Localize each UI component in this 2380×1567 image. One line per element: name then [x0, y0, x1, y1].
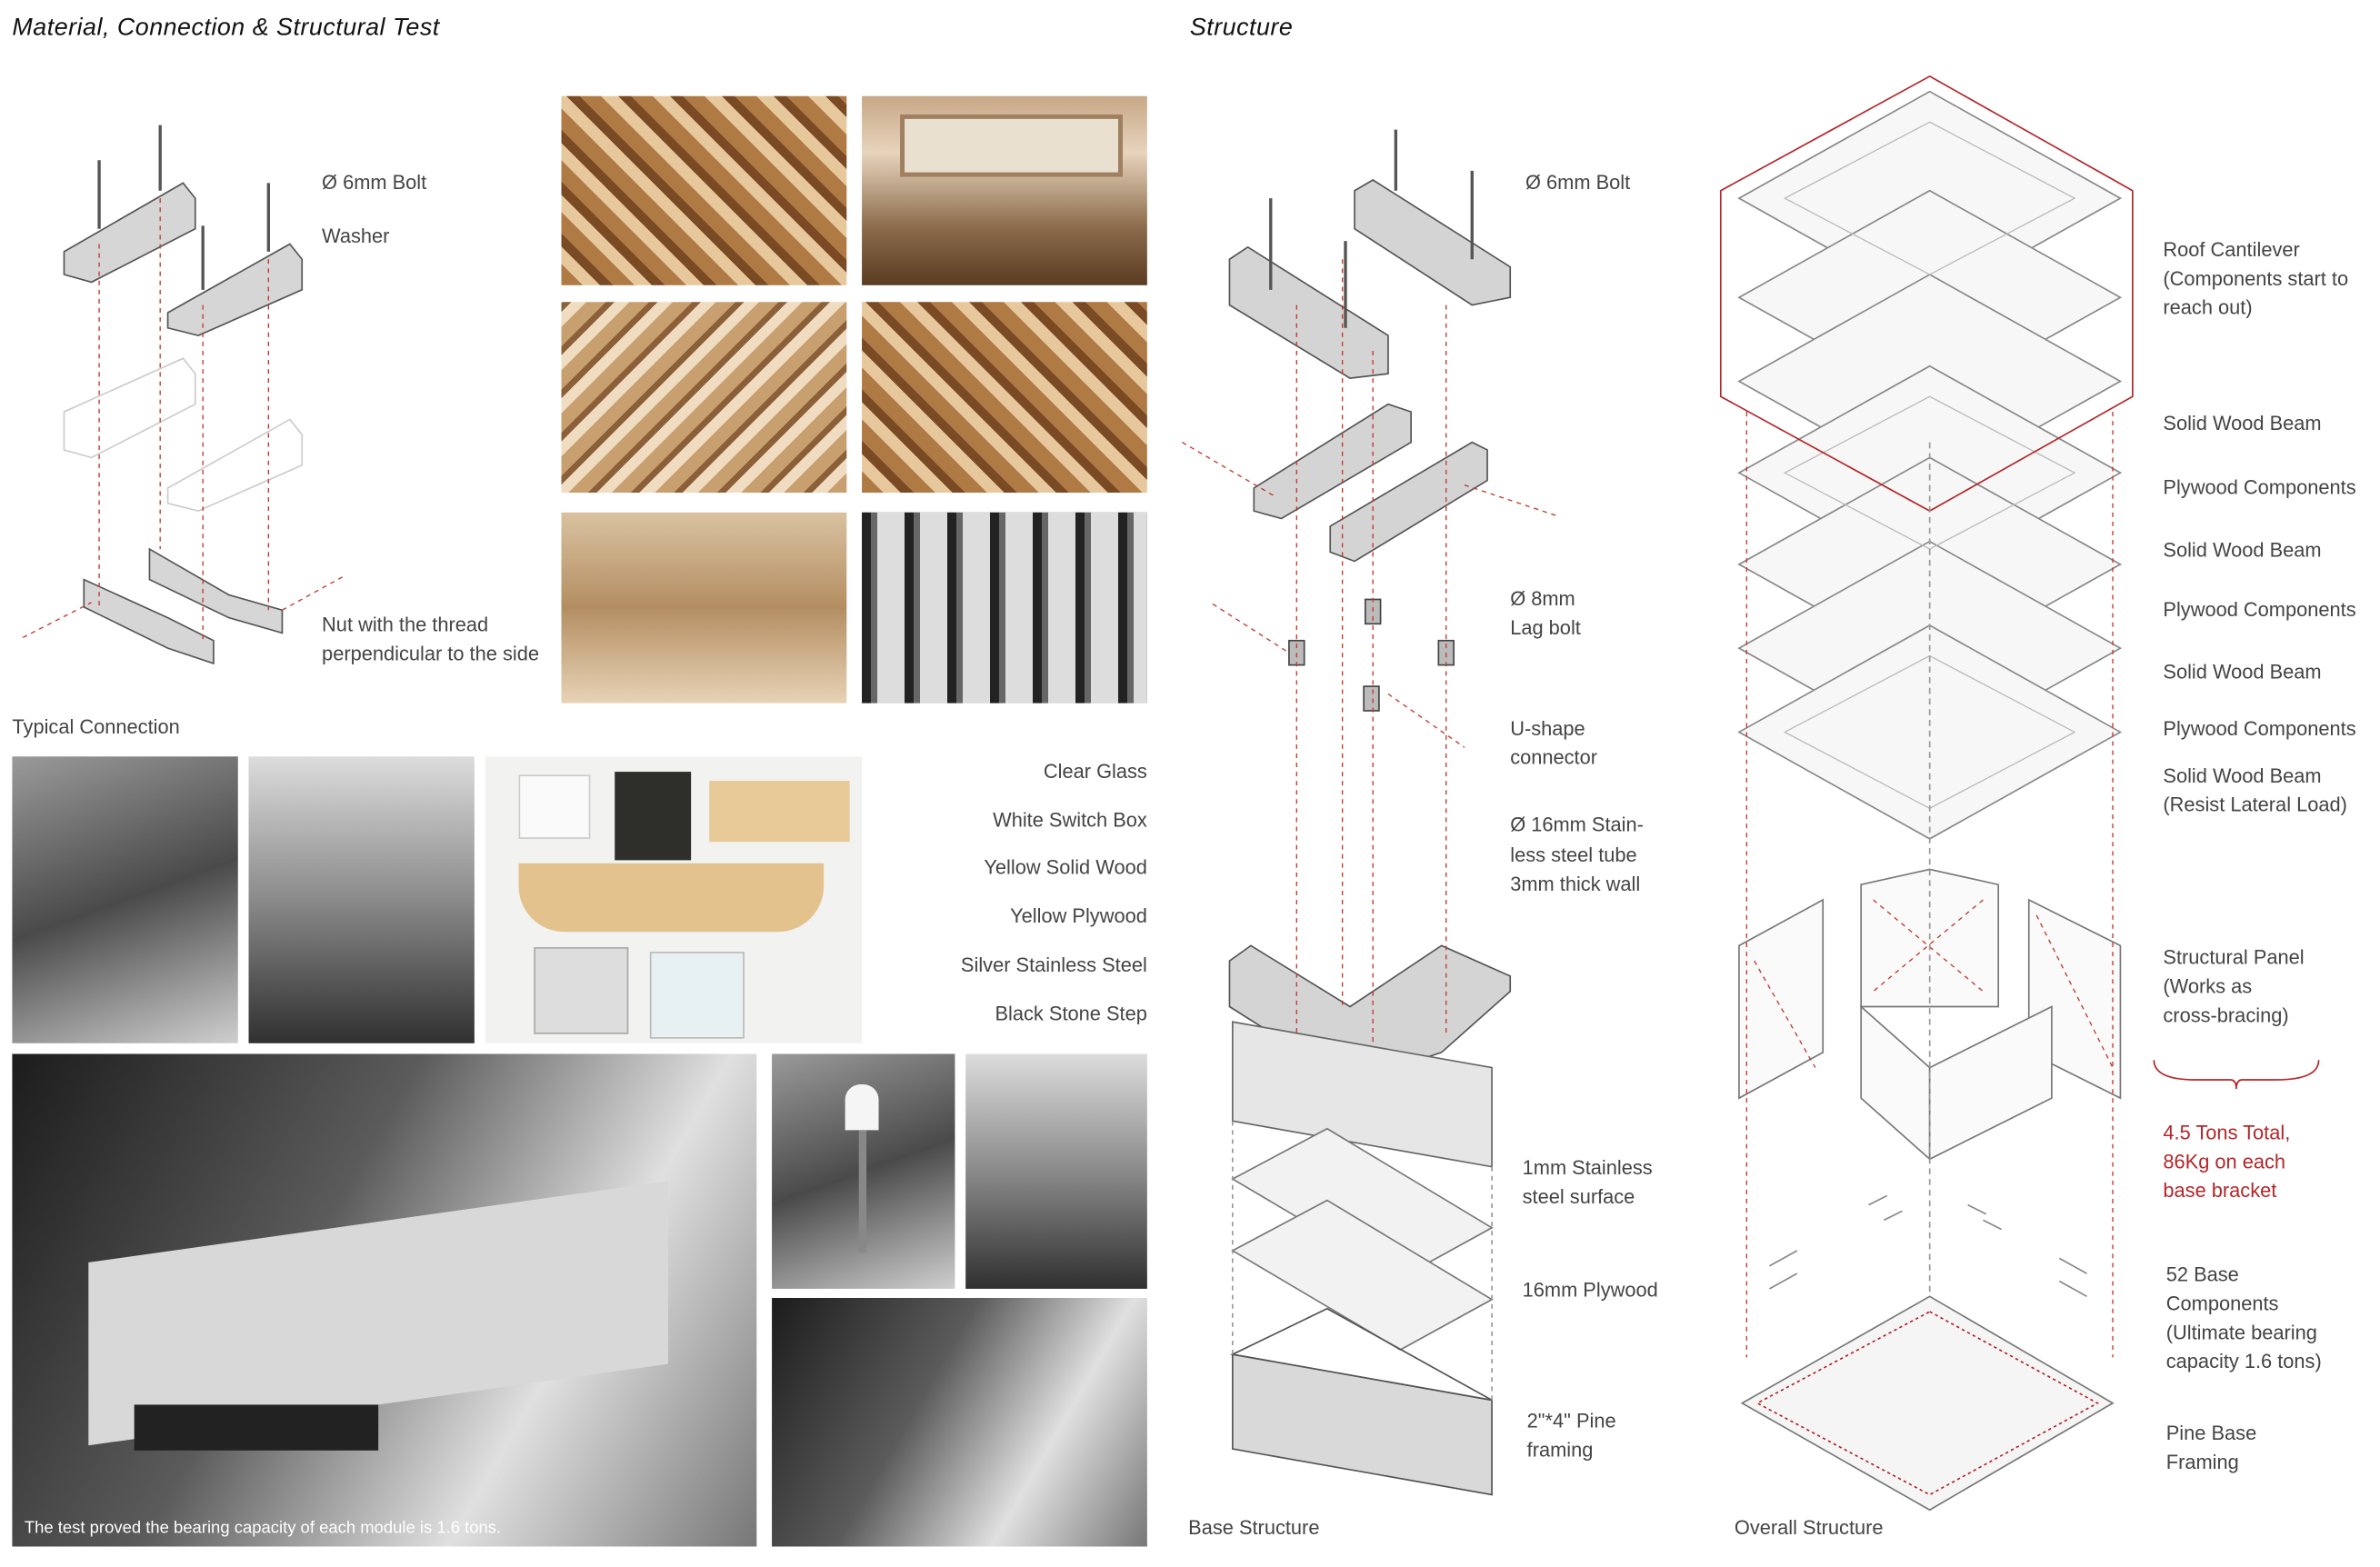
- label-pine-base-1: Pine Base: [2165, 1421, 2257, 1445]
- label-layer-4: Plywood Components: [2163, 597, 2356, 621]
- material-black-stone-step: Black Stone Step: [995, 1002, 1147, 1025]
- label-base-2: Components: [2165, 1292, 2279, 1315]
- caption-base-structure: Base Structure: [1188, 1515, 1320, 1540]
- label-steel-1: 1mm Stainless: [1522, 1155, 1653, 1180]
- section-title-structure: Structure: [1189, 15, 1294, 42]
- label-layer-3: Solid Wood Beam: [2163, 538, 2322, 562]
- material-white-switch-box: White Switch Box: [993, 808, 1147, 832]
- photo-wood-wall: [862, 95, 1147, 285]
- label-panel-2: (Works as: [2163, 974, 2253, 998]
- label-roof-1: Roof Cantilever: [2163, 237, 2300, 261]
- test-caption: The test proved the bearing capacity of …: [24, 1519, 502, 1538]
- label-lag-2: Lag bolt: [1510, 615, 1581, 640]
- photo-wood-components: [561, 512, 847, 704]
- label-load-2: 86Kg on each: [2163, 1150, 2286, 1173]
- label-pine-1: 2"*4" Pine: [1526, 1409, 1616, 1432]
- photo-material-samples: [485, 756, 863, 1043]
- photo-lag-bolt: [772, 1053, 955, 1289]
- label-washer: Washer: [322, 224, 390, 247]
- label-base-3: (Ultimate bearing: [2165, 1321, 2317, 1344]
- caption-overall-structure: Overall Structure: [1734, 1515, 1884, 1540]
- curly-brace-icon: [2153, 1060, 2320, 1090]
- label-roof-2: (Components start to: [2163, 266, 2349, 290]
- photo-team-testing: [12, 756, 238, 1043]
- label-panel-3: cross-bracing): [2163, 1003, 2289, 1027]
- label-tube-3: 3mm thick wall: [1510, 872, 1641, 895]
- label-base-1: 52 Base: [2165, 1263, 2239, 1286]
- photo-wood-lattice-3: [862, 302, 1147, 493]
- photo-steel-frame: [862, 512, 1147, 704]
- caption-typical-connection: Typical Connection: [12, 714, 180, 739]
- label-pine-2: framing: [1526, 1438, 1594, 1462]
- typical-connection-diagram: [22, 125, 344, 665]
- label-nut-2: perpendicular to the side: [322, 642, 539, 665]
- label-layer-6: Plywood Components: [2163, 716, 2356, 740]
- label-ushape-2: connector: [1510, 745, 1598, 769]
- label-tube-2: less steel tube: [1510, 843, 1637, 867]
- label-beam-2: (Resist Lateral Load): [2163, 793, 2347, 816]
- photo-wood-lattice-1: [561, 95, 847, 285]
- material-yellow-solid-wood: Yellow Solid Wood: [984, 855, 1147, 879]
- label-load-1: 4.5 Tons Total,: [2163, 1121, 2291, 1144]
- section-title-material: Material, Connection & Structural Test: [12, 15, 440, 42]
- label-tube-1: Ø 16mm Stain-: [1510, 813, 1644, 836]
- photo-load-test: The test proved the bearing capacity of …: [12, 1053, 757, 1547]
- label-layer-5: Solid Wood Beam: [2163, 660, 2322, 684]
- photo-compression-machine: [248, 756, 475, 1043]
- label-layer-1: Solid Wood Beam: [2163, 412, 2322, 435]
- label-lag-1: Ø 8mm: [1510, 587, 1575, 611]
- photo-u-connector: [965, 1053, 1147, 1289]
- label-panel-1: Structural Panel: [2163, 945, 2305, 969]
- label-roof-3: reach out): [2163, 295, 2253, 319]
- label-steel-2: steel surface: [1522, 1184, 1635, 1208]
- label-load-3: base bracket: [2163, 1179, 2277, 1203]
- photo-test-detail: [772, 1297, 1147, 1547]
- label-pine-base-2: Framing: [2165, 1450, 2239, 1473]
- label-structure-bolt: Ø 6mm Bolt: [1525, 170, 1631, 195]
- label-layer-2: Plywood Components: [2163, 475, 2356, 499]
- label-bolt: Ø 6mm Bolt: [322, 170, 427, 195]
- material-silver-stainless-steel: Silver Stainless Steel: [960, 953, 1147, 976]
- material-clear-glass: Clear Glass: [1043, 759, 1147, 783]
- label-ushape-1: U-shape: [1510, 716, 1585, 740]
- label-beam-1: Solid Wood Beam: [2163, 764, 2322, 787]
- material-yellow-plywood: Yellow Plywood: [1010, 904, 1147, 928]
- label-base-4: capacity 1.6 tons): [2165, 1350, 2322, 1373]
- photo-wood-lattice-2: [561, 302, 847, 493]
- label-nut-1: Nut with the thread: [322, 613, 489, 636]
- label-plywood: 16mm Plywood: [1522, 1278, 1658, 1302]
